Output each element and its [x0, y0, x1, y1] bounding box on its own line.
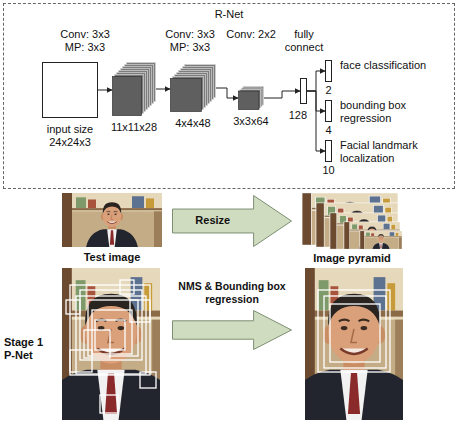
node-label: input size 24x24x3 — [34, 123, 106, 149]
node-label: bounding box regression — [340, 99, 452, 125]
node-shape — [238, 86, 264, 110]
connector-arrow — [98, 90, 112, 91]
input-square — [43, 63, 98, 118]
face-figure — [38, 294, 184, 420]
network-node: face classification2 — [325, 60, 332, 82]
layer-operation: Conv: 3x3 MP: 3x3 — [55, 28, 115, 54]
node-label: 3x3x64 — [221, 115, 281, 128]
pyramid-frame — [360, 231, 402, 249]
photo-background — [360, 231, 402, 249]
network-node: Test image — [62, 193, 162, 247]
fc-bar — [301, 79, 307, 104]
face-figure — [281, 294, 427, 420]
feature-map — [113, 77, 142, 116]
network-node: input size 24x24x3 — [42, 62, 98, 118]
node-label: 11x11x28 — [99, 121, 169, 134]
layer-operation: fully connect — [282, 28, 326, 54]
connector-arrow — [264, 91, 300, 98]
network-node: Resize — [172, 195, 292, 247]
network-node: Facial landmark localization10 — [325, 140, 332, 162]
connector-arrow — [156, 89, 170, 90]
block-arrow — [173, 311, 292, 350]
node-label: Resize — [172, 209, 254, 233]
node-shape — [172, 310, 292, 350]
node-label: R-Net — [4, 8, 454, 21]
connector-arrow — [307, 91, 325, 151]
result-photo — [281, 268, 427, 420]
network-node: Image pyramid — [302, 193, 402, 249]
candidate-boxes — [66, 280, 156, 413]
image-pyramid — [302, 193, 402, 249]
network-node: bounding box regression4 — [325, 100, 332, 122]
connector-arrow — [216, 88, 238, 98]
network-node: 11x11x28 — [112, 62, 156, 116]
test-photo — [62, 193, 162, 247]
layer-operation: Conv: 2x2 — [221, 28, 281, 41]
node-label: 128 — [289, 109, 307, 122]
node-label: 2 — [317, 84, 341, 97]
node-label: 10 — [317, 164, 341, 177]
face-figure — [86, 202, 138, 247]
node-label: Image pyramid — [292, 252, 412, 265]
fc-bar — [326, 101, 332, 122]
node-label: Facial landmark localization — [340, 139, 452, 165]
fc-bar — [326, 61, 332, 82]
node-label: 4 — [317, 124, 341, 137]
layer-operation: Conv: 3x3 MP: 3x3 — [160, 28, 220, 54]
feature-map — [171, 79, 202, 112]
network-node: NMS & Bounding box regression — [172, 310, 292, 350]
node-label: NMS & Bounding box regression — [167, 280, 297, 306]
node-shape — [325, 140, 332, 162]
stage-label: Stage 1 P-Net — [4, 336, 50, 362]
node-shape — [172, 195, 292, 247]
network-node: 3x3x64 — [238, 86, 264, 110]
candidate-photo — [38, 268, 184, 420]
result-boxes — [318, 290, 390, 372]
node-shape — [112, 62, 156, 116]
face-figure — [372, 234, 389, 249]
connector-arrow — [307, 71, 325, 91]
feature-map — [239, 91, 260, 110]
block-arrow — [173, 196, 292, 247]
photo-background — [62, 193, 162, 247]
network-node: 4x4x48 — [170, 64, 216, 112]
node-label: 4x4x48 — [158, 117, 228, 130]
node-shape — [325, 100, 332, 122]
node-label: Test image — [52, 251, 172, 264]
node-label: face classification — [340, 59, 452, 72]
node-shape — [325, 60, 332, 82]
node-shape — [42, 62, 98, 118]
fc-bar — [326, 141, 332, 162]
node-shape — [170, 64, 216, 112]
node-shape — [300, 78, 307, 104]
network-node: 128 — [300, 78, 307, 104]
